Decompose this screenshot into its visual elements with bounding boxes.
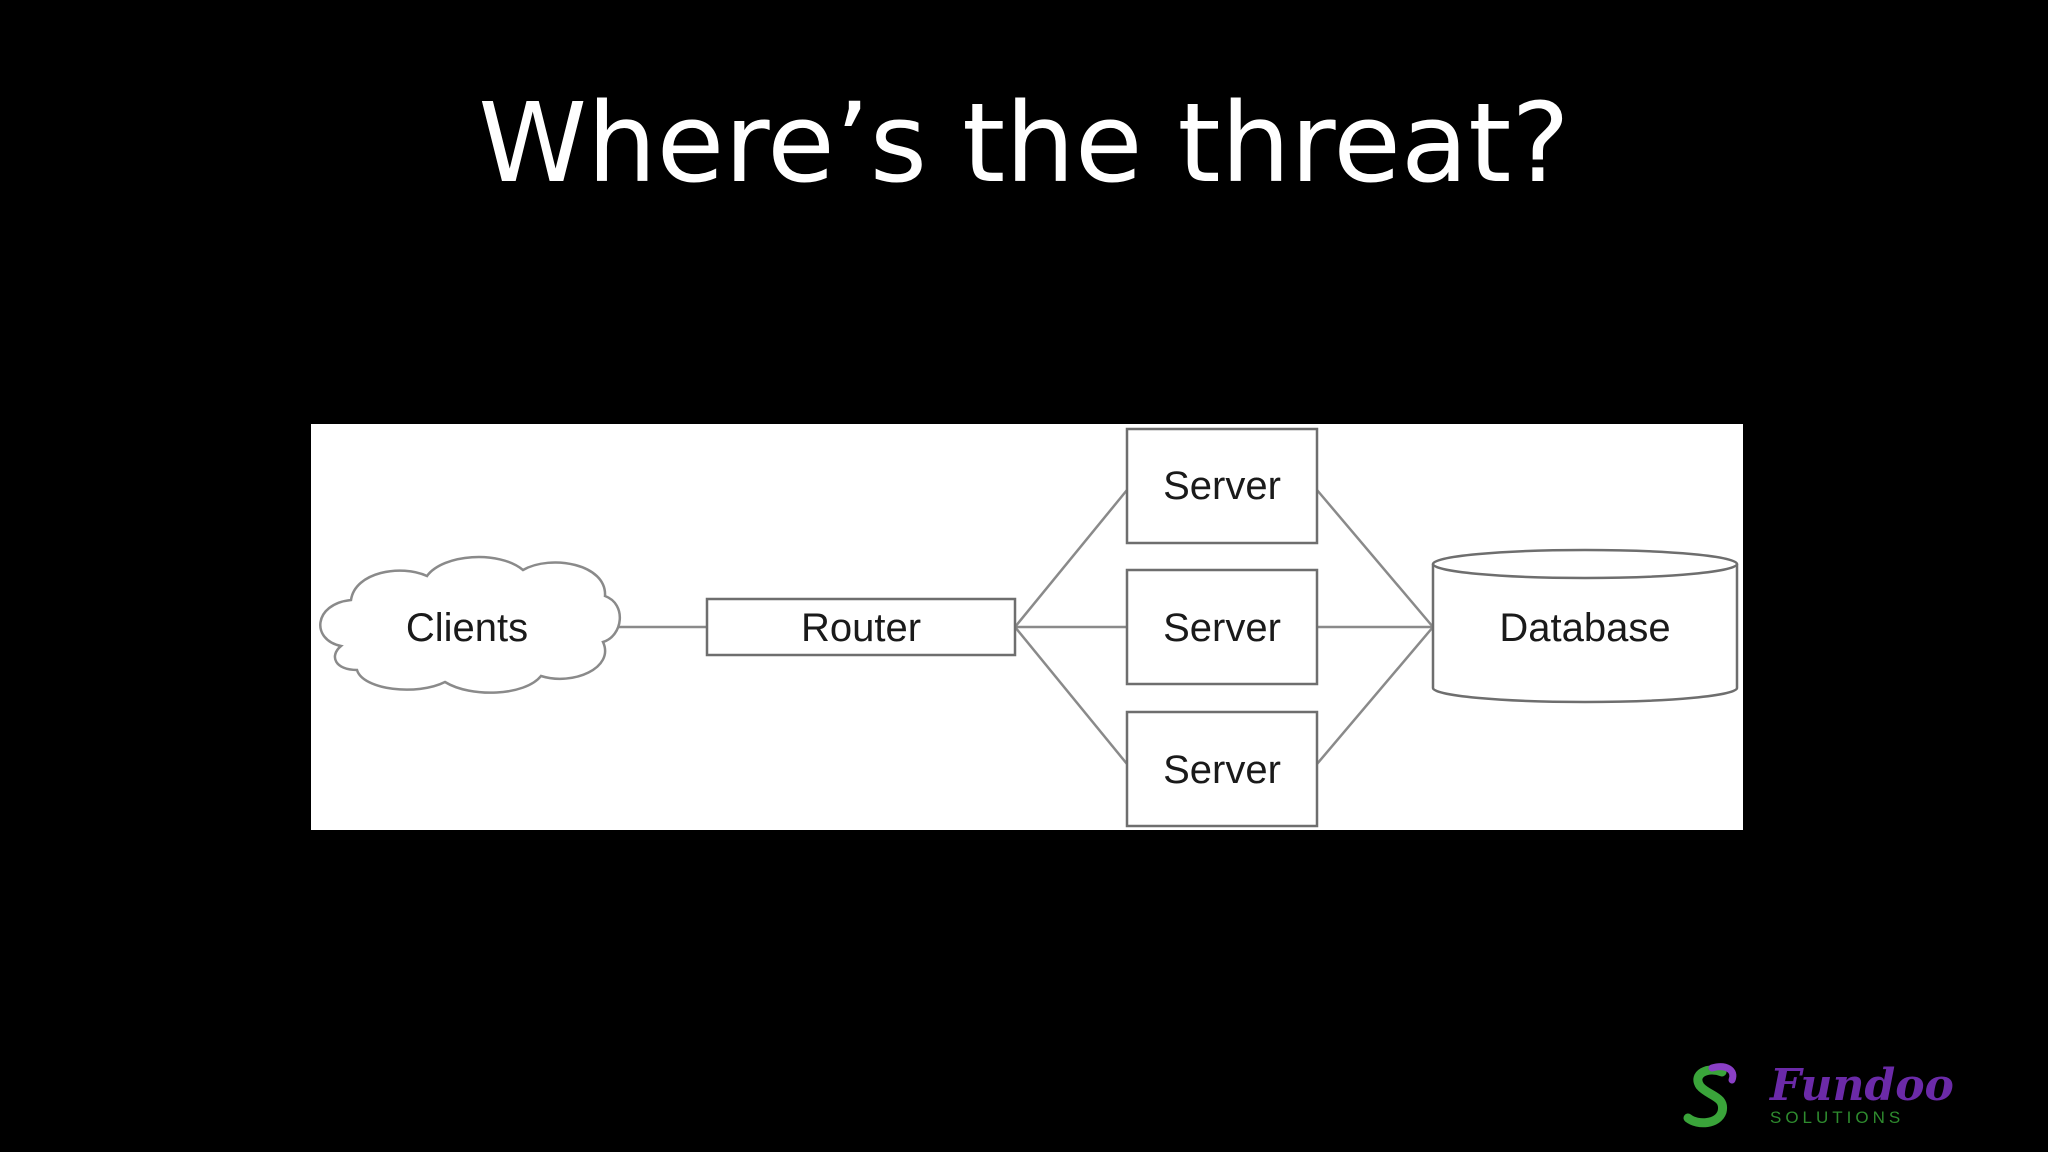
edge-server-3-database [1316,626,1434,765]
logo-sub: SOLUTIONS [1770,1108,1904,1127]
router-box [705,597,1017,657]
slide-title: Where’s the threat? [478,79,1570,207]
server-box [1125,710,1319,828]
logo-swoosh-icon [1708,1063,1737,1084]
logo-word: Fundoo [1768,1060,1954,1111]
connections [611,489,1434,765]
edge-router-server-1 [1014,489,1128,628]
clients-label: Clients [406,606,528,650]
database-cylinder-icon [1431,564,1739,704]
database-top [1431,548,1739,580]
server-label: Server [1163,748,1281,792]
server-node-2: Server [1125,568,1319,686]
network-diagram-svg: Clients Router Server Server Server [319,427,1739,828]
network-diagram: Clients Router Server Server Server [311,424,1743,830]
fundoo-logo: Fundoo SOLUTIONS [1683,1060,1954,1128]
database-node: Database [1431,548,1739,704]
server-label: Server [1163,606,1281,650]
edge-server-1-database [1316,489,1434,628]
server-box [1125,427,1319,545]
server-label: Server [1163,464,1281,508]
logo-mark-icon [1683,1065,1728,1128]
router-node: Router [705,597,1017,657]
database-label: Database [1499,606,1670,650]
edge-router-server-3 [1014,626,1128,765]
cloud-icon [319,555,622,694]
clients-node: Clients [319,555,622,694]
router-label: Router [801,606,921,650]
server-node-3: Server [1125,710,1319,828]
server-box [1125,568,1319,686]
server-node-1: Server [1125,427,1319,545]
